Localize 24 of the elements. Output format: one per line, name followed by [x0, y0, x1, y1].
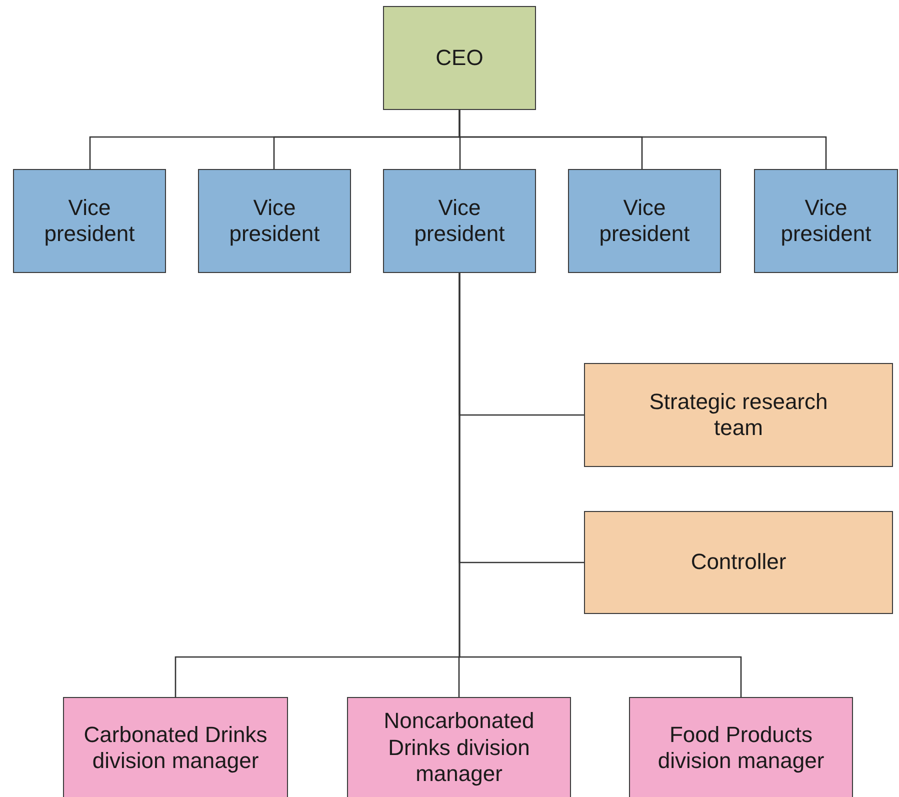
vice-president-box [13, 169, 166, 273]
vice-president-box [198, 169, 351, 273]
role-label: CEO [436, 44, 484, 72]
vice-president-box [754, 169, 898, 273]
role-label: Food Products division manager [656, 722, 826, 774]
vice-president-box [568, 169, 721, 273]
vice-president-box [383, 169, 536, 273]
division-box [347, 697, 571, 797]
staff-box [584, 363, 893, 467]
role-label: Vice president [228, 194, 321, 248]
role-label: Vice president [413, 194, 506, 248]
division-box [629, 697, 853, 797]
role-label: Vice president [43, 194, 136, 248]
role-label: Strategic research team [648, 388, 829, 442]
role-label: Noncarbonated Drinks division manager [382, 708, 536, 788]
staff-box [584, 511, 893, 614]
role-label: Vice president [598, 194, 691, 248]
connector-line [458, 273, 742, 697]
role-label: Carbonated Drinks division manager [82, 722, 268, 774]
role-label: Controller [690, 549, 786, 576]
connector-line [458, 110, 827, 169]
ceo-box [383, 6, 536, 110]
division-box [63, 697, 288, 797]
role-label: Vice president [780, 194, 872, 248]
